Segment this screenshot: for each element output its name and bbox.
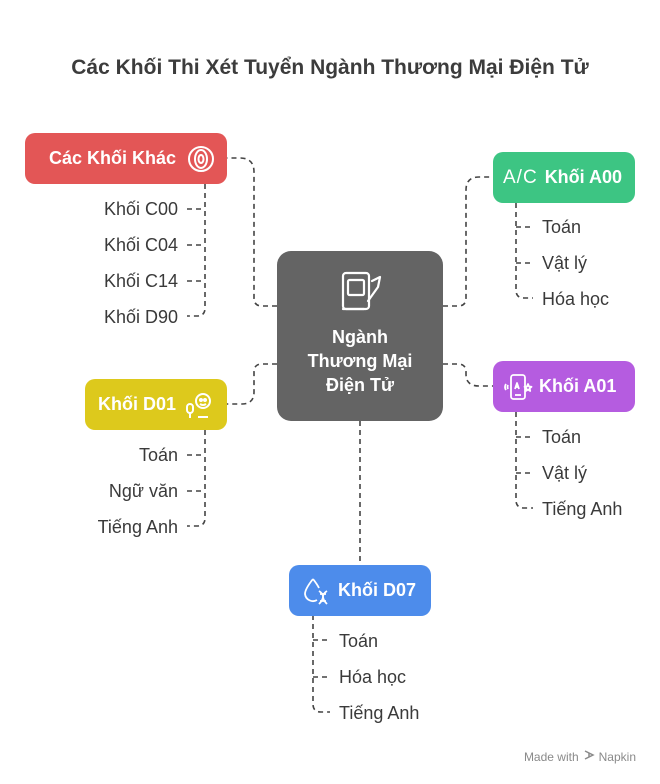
a01-item-2: Vật lý: [542, 463, 588, 483]
connector-d07-items: [312, 615, 330, 713]
center-label-line2: Thương Mại: [307, 351, 413, 371]
napkin-logo-icon: [583, 749, 595, 764]
branch-d01-box: Khối D01: [85, 379, 227, 430]
d07-item-2: Hóa học: [339, 667, 407, 687]
connector-a00-items: [515, 203, 533, 299]
branch-a01-box: Khối A01: [493, 361, 635, 412]
branch-d01-label: Khối D01: [98, 394, 177, 414]
d01-item-1: Toán: [138, 445, 178, 465]
speaker-microphone-icon: [184, 390, 214, 420]
phone-translate-icon: [503, 372, 533, 402]
other-item-1: Khối C00: [103, 199, 178, 219]
made-with-napkin: Made with Napkin: [524, 749, 636, 764]
center-label-line3: Điện Tử: [325, 375, 395, 395]
a00-item-3: Hóa học: [542, 289, 610, 309]
branch-other-box: Các Khối Khác: [25, 133, 227, 184]
d07-item-3: Tiếng Anh: [339, 703, 420, 723]
a01-item-1: Toán: [542, 427, 582, 447]
d07-item-1: Toán: [339, 631, 379, 651]
other-item-3: Khối C14: [103, 271, 178, 291]
pen-tablet-icon: [334, 267, 386, 319]
connector-other-items: [187, 184, 206, 317]
branch-d07-box: Khối D07: [289, 565, 431, 616]
center-node: Ngành Thương Mại Điện Tử: [277, 251, 443, 421]
d01-item-2: Ngữ văn: [108, 481, 178, 501]
branch-d07-label: Khối D07: [338, 580, 417, 600]
connector-center-other: [227, 157, 277, 307]
ac-icon: A/C: [503, 166, 538, 188]
drop-dna-icon: [301, 576, 331, 606]
branch-a00-label: Khối A00: [544, 167, 623, 187]
branch-other-label: Các Khối Khác: [49, 148, 177, 168]
connector-a01-items: [515, 412, 533, 509]
connector-d01-items: [187, 430, 206, 527]
connector-center-a01: [443, 363, 493, 387]
a01-item-3: Tiếng Anh: [542, 499, 623, 519]
branch-a00-box: A/C Khối A00: [493, 152, 635, 203]
target-icon: [186, 144, 216, 174]
center-label-line1: Ngành: [332, 327, 388, 347]
branch-a01-label: Khối A01: [539, 376, 617, 396]
other-item-4: Khối D90: [103, 307, 178, 327]
connector-center-d01: [227, 363, 277, 405]
diagram-title: Các Khối Thi Xét Tuyển Ngành Thương Mại …: [71, 56, 589, 79]
a00-item-1: Toán: [542, 217, 582, 237]
napkin-brand-text: Napkin: [598, 749, 636, 764]
other-item-2: Khối C04: [103, 235, 178, 255]
d01-item-3: Tiếng Anh: [97, 517, 178, 537]
a00-item-2: Vật lý: [542, 253, 588, 273]
made-with-text: Made with: [523, 749, 579, 764]
connector-center-a00: [443, 176, 493, 307]
